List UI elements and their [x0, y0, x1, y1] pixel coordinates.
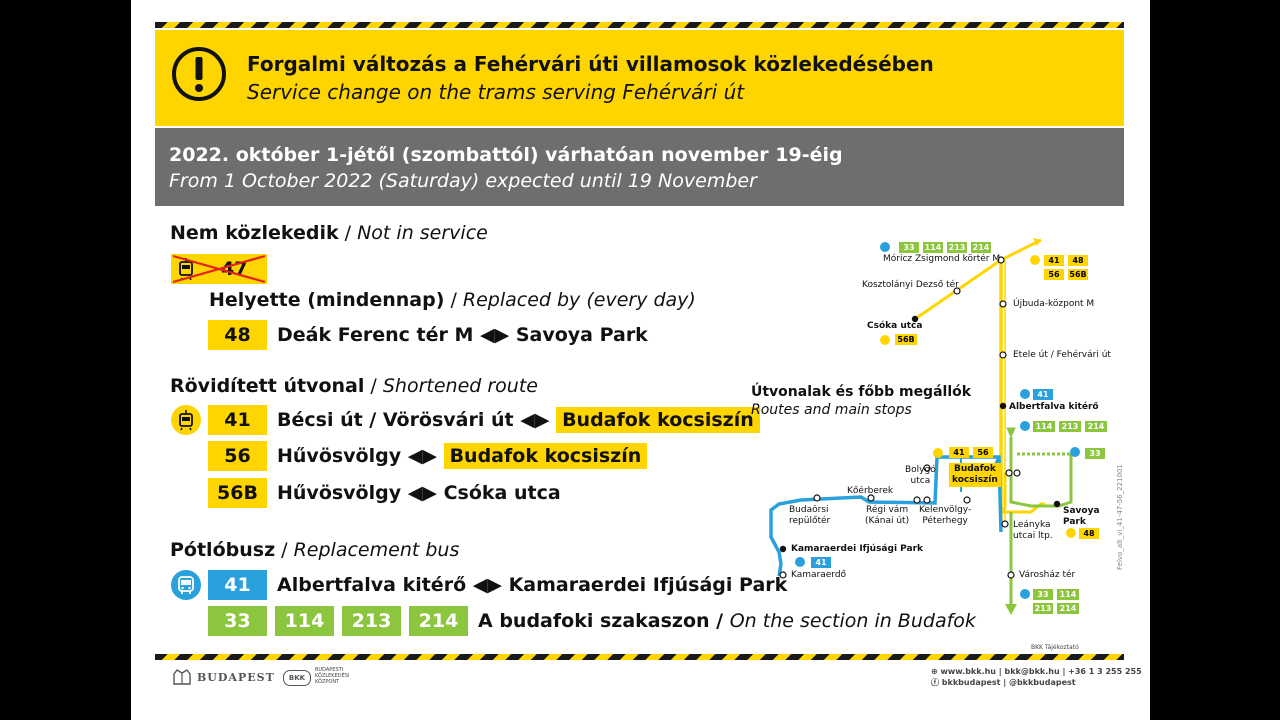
route-56-description: Hűvösvölgy ◀▶ Budafok kocsiszín	[277, 441, 648, 471]
map-stop-koerberek: Kőérberek	[847, 486, 894, 496]
map-stop-kosztolanyi: Kosztolányi Dezső tér	[862, 280, 959, 290]
map-subtitle: Routes and main stops	[751, 402, 912, 418]
route-41-description: Bécsi út / Vörösvári út ◀▶ Budafok kocsi…	[277, 405, 760, 435]
route-48-badge: 48	[208, 320, 267, 350]
map-badge-budafok-41: 41	[949, 447, 969, 458]
map-badge-budafok-56: 56	[973, 447, 993, 458]
bus-41-badge: 41	[208, 570, 267, 600]
contact-line-1: ⊕ www.bkk.hu | bkk@bkk.hu | +36 1 3 255 …	[931, 667, 1142, 676]
map-stop-kamaraerdo: Kamaraerdő	[791, 570, 847, 580]
map-badge-48: 48	[1068, 255, 1088, 266]
date-banner: 2022. október 1-jétől (szombattól) várha…	[155, 128, 1124, 206]
budapest-crest-icon	[173, 669, 191, 685]
bkk-logo: BKK	[283, 670, 311, 686]
map-badge-213: 213	[947, 242, 967, 253]
route-map-lines	[769, 238, 1080, 615]
bus-114-badge: 114	[275, 606, 334, 636]
date-hungarian: 2022. október 1-jétől (szombattól) várha…	[169, 144, 843, 166]
map-badge-114: 114	[923, 242, 943, 253]
map-stop-regivam: Régi vám(Kánai út)	[865, 505, 910, 526]
section-replacement-bus: Pótlóbusz / Replacement bus	[170, 539, 460, 561]
map-badge-varoshaz-114: 114	[1057, 589, 1079, 600]
map-stop-ujbuda: Újbuda-központ M	[1013, 299, 1095, 309]
hazard-stripe-top	[155, 22, 1124, 28]
bus-41-description: Albertfalva kitérő ◀▶ Kamaraerdei Ifjúsá…	[277, 574, 788, 596]
warning-icon	[172, 47, 226, 101]
budafok-section-text: A budafoki szakaszon / On the section in…	[478, 610, 976, 632]
route-41-badge: 41	[208, 405, 267, 435]
map-badge-56b: 56B	[1068, 269, 1088, 280]
document-code: Felvo_alt_vi_41-47-56_221001	[1116, 464, 1124, 570]
bus-33-badge: 33	[208, 606, 267, 636]
map-badge-kamaraerdei-41: 41	[811, 557, 831, 568]
map-badge-csoka-56b: 56B	[895, 334, 917, 345]
map-badge-33-bus: 33	[1085, 448, 1105, 459]
map-stop-kamaraerdei-park: Kamaraerdei Ifjúsági Park	[791, 544, 924, 554]
replaced-by-heading: Helyette (mindennap) / Replaced by (ever…	[209, 289, 696, 311]
map-stop-csoka: Csóka utca	[867, 321, 923, 331]
bus-213-badge: 213	[342, 606, 401, 636]
bus-icon	[178, 576, 194, 594]
map-stop-varoshaz: Városház tér	[1019, 570, 1076, 580]
map-badge-56: 56	[1044, 269, 1064, 280]
map-stop-albertfalva: Albertfalva kitérő	[1009, 402, 1099, 412]
bus-circle-icon	[171, 570, 201, 600]
header-banner: Forgalmi változás a Fehérvári úti villam…	[155, 30, 1124, 126]
title-english: Service change on the trams serving Fehé…	[247, 80, 745, 104]
map-badge-savoya-48: 48	[1079, 528, 1099, 539]
map-badge-albertfalva-41: 41	[1033, 389, 1053, 400]
map-stop-kelenvolgy: Kelenvölgy-Péterhegy	[919, 505, 972, 526]
cancelled-route-block: 47	[171, 254, 267, 284]
route-48-description: Deák Ferenc tér M ◀▶ Savoya Park	[277, 324, 648, 346]
route-56-badge: 56	[208, 441, 267, 471]
map-badge-33: 33	[899, 242, 919, 253]
map-badge-albertfalva-214: 214	[1085, 421, 1107, 432]
date-english: From 1 October 2022 (Saturday) expected …	[169, 170, 757, 192]
map-stop-etele: Etele út / Fehérvári út	[1013, 350, 1111, 360]
small-tag: BKK Tájékoztató	[1031, 644, 1079, 651]
tram-circle-icon	[171, 405, 201, 435]
route-56b-badge: 56B	[208, 478, 267, 508]
map-badge-varoshaz-33: 33	[1033, 589, 1053, 600]
title-hungarian: Forgalmi változás a Fehérvári úti villam…	[247, 52, 934, 76]
route-map: 33 114 213 214 Móricz Zsigmond körtér M …	[741, 232, 1141, 622]
map-title: Útvonalak és főbb megállók	[751, 384, 972, 400]
map-stop-moricz: Móricz Zsigmond körtér M	[883, 254, 1001, 264]
map-badge-41: 41	[1044, 255, 1064, 266]
map-badge-albertfalva-114: 114	[1033, 421, 1055, 432]
map-badge-varoshaz-213: 213	[1033, 603, 1053, 614]
route-56b-description: Hűvösvölgy ◀▶ Csóka utca	[277, 482, 561, 504]
contact-line-2: ⓕ bkkbudapest | @bkkbudapest	[931, 678, 1076, 687]
map-badge-albertfalva-213: 213	[1059, 421, 1081, 432]
cancel-cross-icon	[172, 254, 266, 284]
section-not-in-service: Nem közlekedik / Not in service	[170, 222, 488, 244]
poster: Forgalmi változás a Fehérvári úti villam…	[131, 0, 1150, 720]
hazard-stripe-bottom	[155, 654, 1124, 660]
section-shortened-route: Rövidített útvonal / Shortened route	[170, 375, 538, 397]
budapest-logo-text: BUDAPEST	[197, 671, 275, 684]
map-badge-varoshaz-214: 214	[1057, 603, 1079, 614]
bus-214-badge: 214	[409, 606, 468, 636]
map-badge-214: 214	[971, 242, 991, 253]
tram-icon	[179, 410, 193, 431]
